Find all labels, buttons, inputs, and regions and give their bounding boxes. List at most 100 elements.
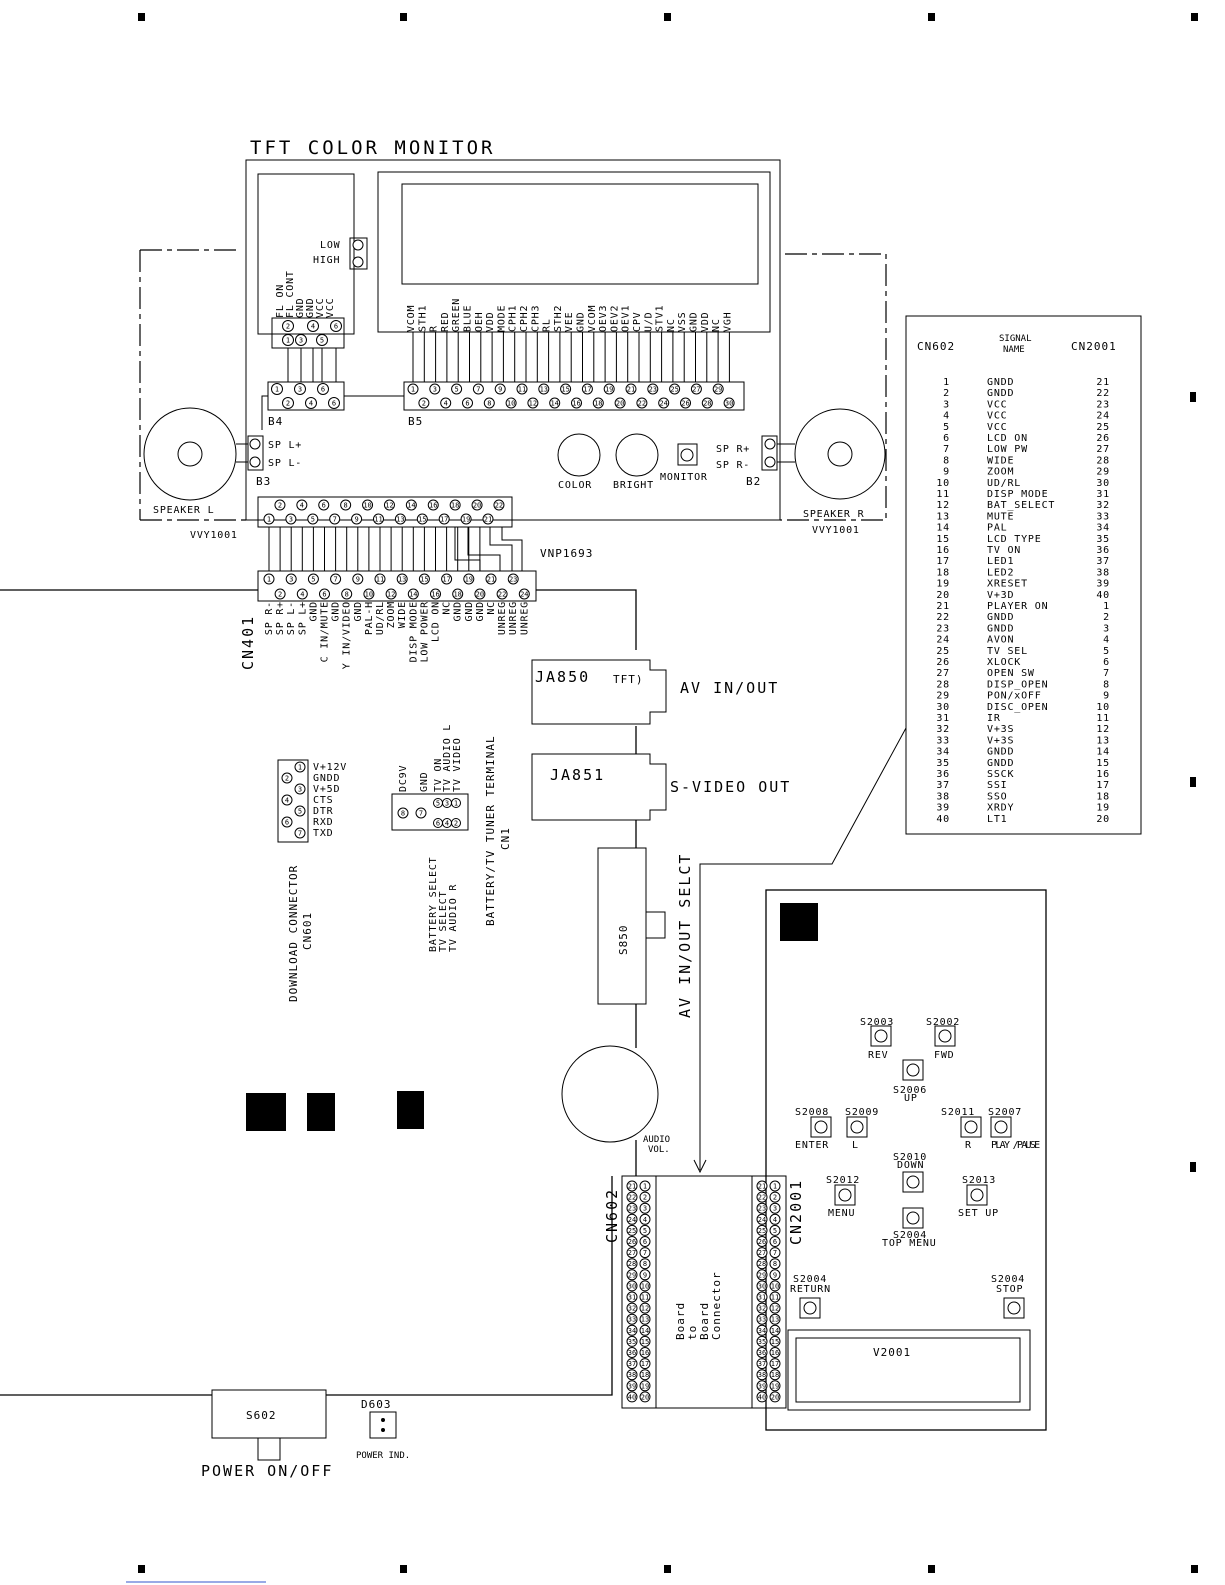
pin-number: 3 xyxy=(299,337,303,345)
pin-number: 3 xyxy=(433,386,437,394)
pin-number: 21 xyxy=(627,386,635,394)
pin-15 xyxy=(769,1335,781,1347)
pin-10 xyxy=(505,397,517,409)
pin-number: 20 xyxy=(616,400,624,408)
button-ref: S2011 xyxy=(941,1107,975,1118)
pin-number: 7 xyxy=(773,1249,777,1257)
cn2001-pin: 18 xyxy=(1096,791,1110,802)
pin-number: 18 xyxy=(451,502,459,510)
pin-8 xyxy=(769,1258,781,1270)
button-name: RETURN xyxy=(790,1284,831,1295)
pin-6 xyxy=(328,397,340,409)
cn2001-pin: 22 xyxy=(1096,388,1110,399)
pin-16 xyxy=(571,397,582,409)
speaker-r-label: SPEAKER R xyxy=(803,509,865,520)
pin-19 xyxy=(463,573,475,585)
button-body xyxy=(1003,1297,1025,1319)
pin-number: 21 xyxy=(628,1183,636,1191)
pin-number: 6 xyxy=(285,819,289,827)
pin-number: 19 xyxy=(462,516,470,524)
pin-number: 6 xyxy=(322,502,326,510)
b5-signal-label: MODE xyxy=(496,305,507,332)
pin-15 xyxy=(418,573,430,585)
pin-9 xyxy=(639,1269,651,1281)
signal-name: SSI xyxy=(987,780,1007,791)
pin-number: 3 xyxy=(643,1205,647,1213)
vnp1693-connector xyxy=(257,496,513,528)
cn401-signal-label: GND xyxy=(464,601,475,621)
pin-21 xyxy=(625,383,637,395)
pin-number: 12 xyxy=(641,1305,649,1313)
dash-line-right xyxy=(780,253,887,521)
button-ref: S2004 xyxy=(991,1274,1025,1285)
cn401-signal-label: SP L- xyxy=(286,601,297,635)
cn401-signal-label: NC xyxy=(486,601,497,615)
b3-connector xyxy=(247,435,264,471)
pin-number: 4 xyxy=(300,591,304,599)
cn2001-connector xyxy=(751,1175,787,1409)
pin-number: 11 xyxy=(518,386,526,394)
cn601-name: CN601 xyxy=(301,912,314,950)
cn2001-pin: 33 xyxy=(1096,511,1110,522)
pin-number: 8 xyxy=(344,502,348,510)
svideo-label: S-VIDEO OUT xyxy=(670,778,791,796)
av-select-label: AV IN/OUT SELCT xyxy=(676,853,694,1018)
pin-number: 6 xyxy=(465,400,469,408)
pin-number: 36 xyxy=(628,1349,636,1357)
cn602-pin: 12 xyxy=(936,500,950,511)
cn401-signal-label: NC xyxy=(442,601,453,615)
control-panel-board xyxy=(765,889,1047,1431)
signal-name: DISP_OPEN xyxy=(987,679,1048,690)
b5-signal-label: U/D xyxy=(643,312,654,332)
button-cap xyxy=(1007,1301,1021,1315)
pin-7 xyxy=(415,807,427,819)
pin-16 xyxy=(639,1347,651,1358)
pin-24 xyxy=(518,588,530,600)
pin-number: 7 xyxy=(298,830,302,838)
cn602-pin: 38 xyxy=(936,791,950,802)
pin-number: 7 xyxy=(419,810,423,818)
cn2001-pin: 35 xyxy=(1096,534,1110,545)
bright-label: BRIGHT xyxy=(613,480,654,491)
pin-1 xyxy=(764,438,776,450)
fl-inverter-block xyxy=(257,173,355,335)
black-block-2 xyxy=(307,1093,335,1131)
pin-number: 4 xyxy=(643,1216,647,1224)
pin-number: 17 xyxy=(583,386,591,394)
pin-number: 6 xyxy=(321,386,325,394)
pin-number: 12 xyxy=(385,502,393,510)
b5-signal-label: VCOM xyxy=(406,305,417,332)
pin-number: 6 xyxy=(773,1238,777,1246)
cn602-pin: 25 xyxy=(936,646,950,657)
cn401-signal-label: SP R+ xyxy=(275,601,286,635)
pin-number: 16 xyxy=(641,1349,649,1357)
panel-black-block xyxy=(780,903,818,941)
pin-31 xyxy=(626,1291,638,1303)
pin-number: 18 xyxy=(771,1371,779,1379)
pin-number: 6 xyxy=(334,323,338,331)
pin-number: 14 xyxy=(550,400,558,408)
pin-number: 15 xyxy=(641,1338,649,1346)
b2b-label: Connector xyxy=(710,1271,723,1340)
pin-7 xyxy=(472,383,484,395)
pin-16 xyxy=(769,1347,781,1358)
pin-number: 9 xyxy=(773,1271,777,1279)
pin-2 xyxy=(274,499,286,511)
cn602-pin: 7 xyxy=(943,444,950,455)
pin-number: 20 xyxy=(641,1393,649,1401)
signal-name: DISC_OPEN xyxy=(987,702,1048,713)
pin-number: 27 xyxy=(758,1249,766,1257)
b5-signal-label: VCOM xyxy=(587,305,598,332)
b5-signal-label: CPV xyxy=(632,312,643,332)
signal-name: DISP MODE xyxy=(987,489,1048,500)
pin-13 xyxy=(769,1313,781,1325)
